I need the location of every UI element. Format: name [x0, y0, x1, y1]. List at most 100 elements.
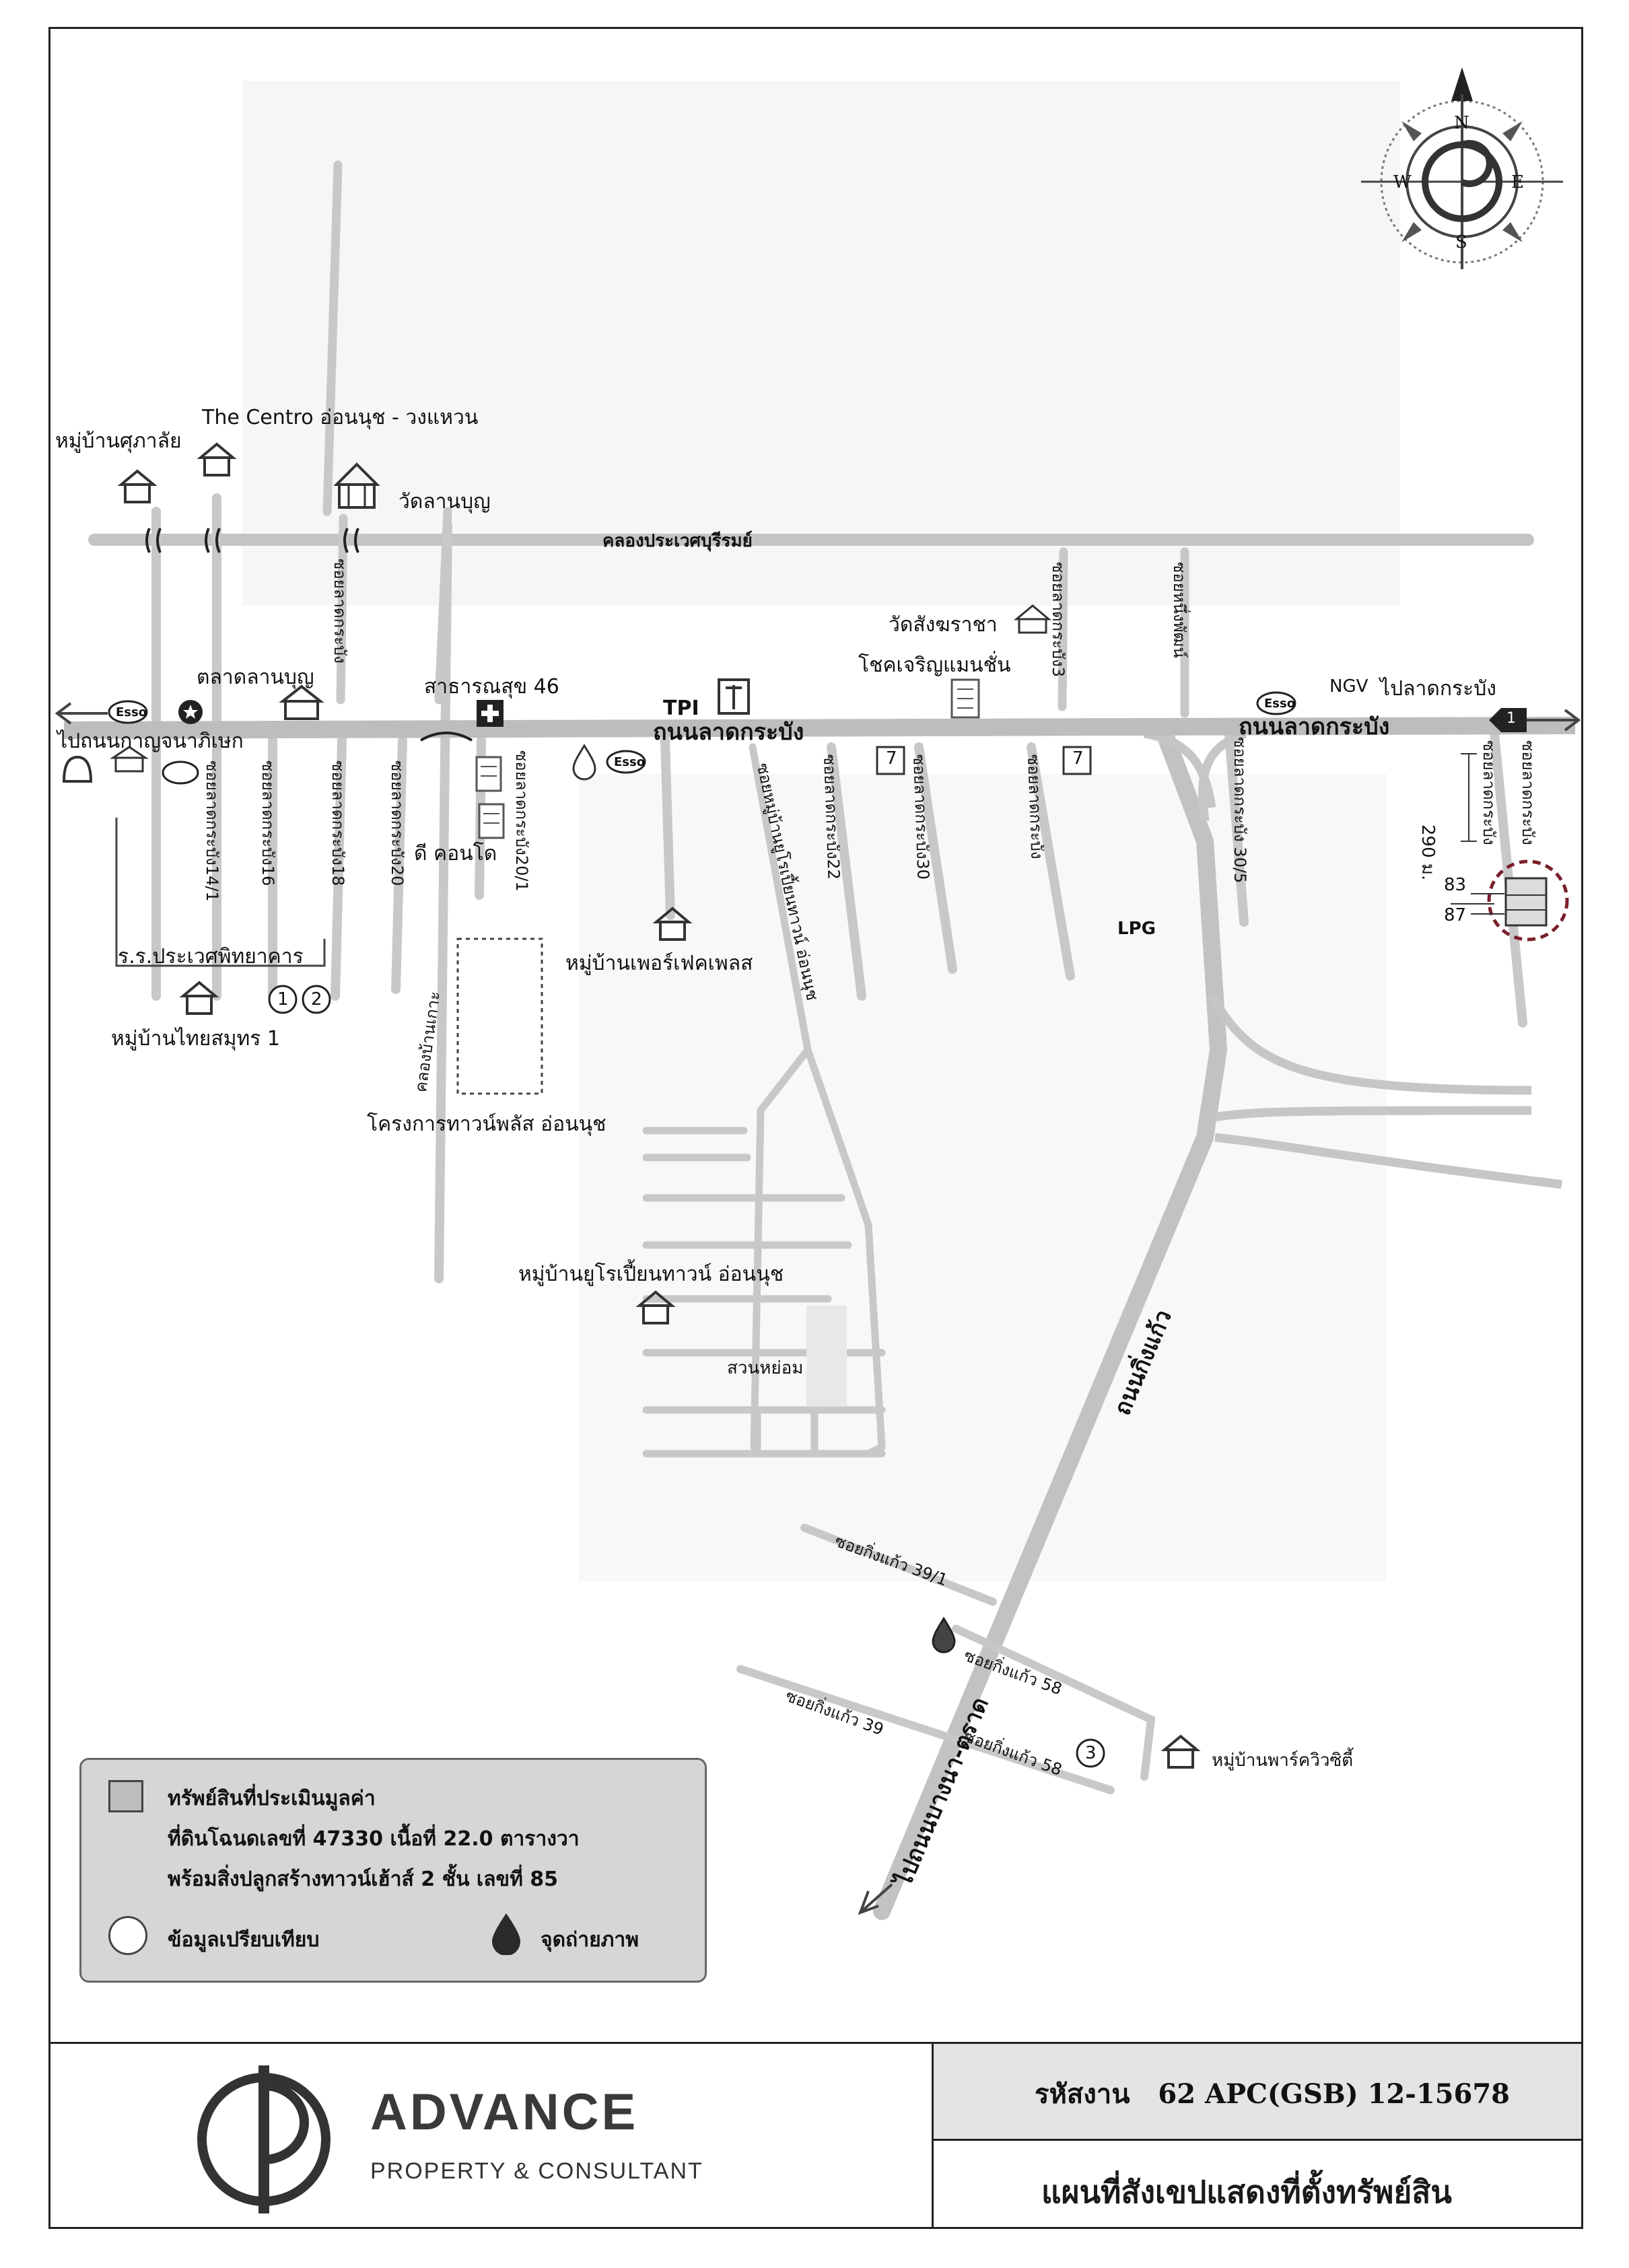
comparison-marker-2 — [302, 985, 331, 1014]
compass-rose — [1361, 67, 1563, 269]
footer: ADVANCE PROPERTY & CONSULTANT รหัสงาน 62… — [48, 2042, 1583, 2229]
label-d-condo: ดี คอนโด — [414, 842, 497, 865]
document-title-box: แผนที่สังเขปแสดงที่ตั้งทรัพย์สิน — [934, 2141, 1581, 2229]
interchange — [1143, 729, 1562, 1189]
label-thai-samut: หมู่บ้านไทยสมุทร 1 — [111, 1027, 280, 1051]
legend-photo-point: จุดถ่ายภาพ — [541, 1928, 639, 1952]
town-plus-area — [456, 937, 543, 1095]
seven-label: 7 — [886, 748, 897, 769]
legend-comparison-swatch — [108, 1916, 147, 1955]
page-frame — [48, 27, 1583, 2229]
label-wat-lan-boon: วัดลานบุญ — [398, 490, 491, 513]
job-code-box: รหัสงาน 62 APC(GSB) 12-15678 — [934, 2044, 1581, 2141]
esso-label: Esso — [614, 755, 646, 769]
soi-22: ซอยลาดกระบัง22 — [820, 754, 843, 880]
brand-name: ADVANCE — [370, 2084, 639, 2141]
suan-hom-park — [806, 1306, 847, 1407]
compass-w: W — [1393, 172, 1412, 192]
label-lpg: LPG — [1117, 919, 1156, 939]
soi-target-a: ซอยลาดกระบัง — [1480, 740, 1498, 845]
legend-subject-line3: พร้อมสิ่งปลูกสร้างทาวน์เฮ้าส์ 2 ชั้น เลข… — [168, 1868, 559, 1891]
footer-divider — [932, 2044, 934, 2229]
building-icon — [478, 803, 505, 839]
house-icon — [652, 907, 693, 941]
gas-drop-icon — [572, 744, 596, 781]
label-sathansuk: สาธารณสุข 46 — [424, 675, 559, 699]
label-ngv: NGV — [1329, 676, 1368, 697]
soi-lkb-e: ซอยหนึ่งพัฒน์ — [1170, 562, 1189, 658]
tower-icon — [718, 678, 750, 715]
king-kaeo-road — [873, 725, 1228, 1920]
label-sukhalai: หมู่บ้านศุภาลัย — [55, 429, 182, 453]
soi-lkb-d: ซอยลาดกระบัง — [331, 559, 349, 664]
label-distance: 290 ม. — [1418, 824, 1438, 881]
label-tpi: TPI — [663, 697, 699, 720]
house-icon — [179, 981, 219, 1015]
label-house-83: 83 — [1444, 875, 1467, 895]
building-icon — [950, 678, 980, 719]
house-icon — [117, 469, 158, 503]
compass-s: S — [1455, 232, 1467, 252]
lat-krabang-road — [63, 717, 1576, 739]
label-canal: คลองประเวศบุรีรมย์ — [602, 531, 753, 551]
subject-property — [1451, 859, 1569, 942]
house-icon — [1160, 1734, 1201, 1769]
distance-indicator — [1461, 753, 1477, 842]
photo-point-marker — [1489, 708, 1527, 732]
compass-n: N — [1454, 113, 1469, 133]
star-icon — [178, 700, 203, 724]
job-code-value: 62 APC(GSB) 12-15678 — [1158, 2078, 1510, 2110]
esso-icon — [1256, 691, 1296, 715]
soi-target-b: ซอยลาดกระบัง — [1519, 740, 1537, 845]
marker-1-label: 1 — [277, 989, 289, 1009]
comparison-marker-1 — [268, 985, 298, 1014]
brand-logo — [197, 2065, 331, 2213]
soi-20: ซอยลาดกระบัง20 — [388, 760, 407, 886]
label-wat-sangkharacha: วัดสังฆราชา — [889, 613, 998, 637]
house-icon — [197, 442, 237, 476]
label-house-87: 87 — [1444, 905, 1467, 925]
school-outline — [115, 818, 326, 967]
temple-icon — [333, 462, 380, 509]
bg-block — [242, 81, 1400, 606]
legend-subject-line2: ที่ดินโฉนดเลขที่ 47330 เนื้อที่ 22.0 ตาร… — [168, 1827, 580, 1851]
label-talat-lan-boon: ตลาดลานบุญ — [197, 666, 314, 689]
seven-eleven-icon — [876, 746, 905, 775]
soi-18: ซอยลาดกระบัง18 — [328, 760, 347, 886]
road-arrows — [55, 702, 1581, 1915]
label-suan-hom: สวนหย่อม — [727, 1358, 804, 1378]
label-chokcharoen: โชคเจริญแมนชั่น — [858, 653, 1011, 677]
label-main-road: ถนนลาดกระบัง — [653, 719, 804, 746]
label-park-city: หมู่บ้านพาร์ควิวซิตี้ — [1212, 1750, 1353, 1771]
legend-panel: ทรัพย์สินที่ประเมินมูลค่า ที่ดินโฉนดเลขท… — [79, 1758, 707, 1983]
esso-label: Esso — [116, 705, 147, 719]
euro-town-roads — [642, 743, 886, 1458]
shrine-icon — [62, 755, 93, 783]
bg-block — [579, 774, 1387, 1582]
soi-16: ซอยลาดกระบัง16 — [258, 760, 277, 886]
esso-icon — [108, 700, 148, 724]
building-icon — [475, 756, 502, 792]
soi-lkb-a: ซอยลาดกระบัง — [1024, 754, 1047, 859]
marker-3-label: 3 — [1085, 1743, 1097, 1763]
house-icon — [635, 1290, 676, 1324]
label-to-kanchanaphisek: ไปถนนกาญจนาภิเษก — [57, 730, 244, 753]
king-kaeo-sois — [736, 1524, 1156, 1794]
bridge-marks — [145, 528, 473, 742]
legend-subject-swatch — [108, 1780, 143, 1812]
seven-eleven-icon — [1062, 746, 1092, 775]
label-main-road-east: ถนนลาดกระบัง — [1239, 713, 1390, 740]
temple-icon — [1013, 604, 1052, 634]
label-to-lat-krabang: ไปลาดกระบัง — [1380, 677, 1496, 701]
soi-14-1: ซอยลาดกระบัง14/1 — [203, 760, 221, 902]
document-title: แผนที่สังเขปแสดงที่ตั้งทรัพย์สิน — [1041, 2174, 1452, 2210]
seven-label: 7 — [1072, 748, 1084, 769]
market-icon — [279, 684, 324, 720]
job-code: รหัสงาน 62 APC(GSB) 12-15678 — [1035, 2072, 1510, 2115]
soi-lkb-c: ซอยลาดกระบัง3 — [1049, 562, 1068, 678]
marker-2-label: 2 — [311, 989, 322, 1009]
nissan-icon — [162, 760, 199, 785]
label-school: ร.ร.ประเวศพิทยาคาร — [118, 945, 304, 968]
job-code-label: รหัสงาน — [1035, 2078, 1130, 2110]
label-euro-town: หมู่บ้านยูโรเปี้ยนทาวน์ อ่อนนุช — [518, 1263, 784, 1286]
